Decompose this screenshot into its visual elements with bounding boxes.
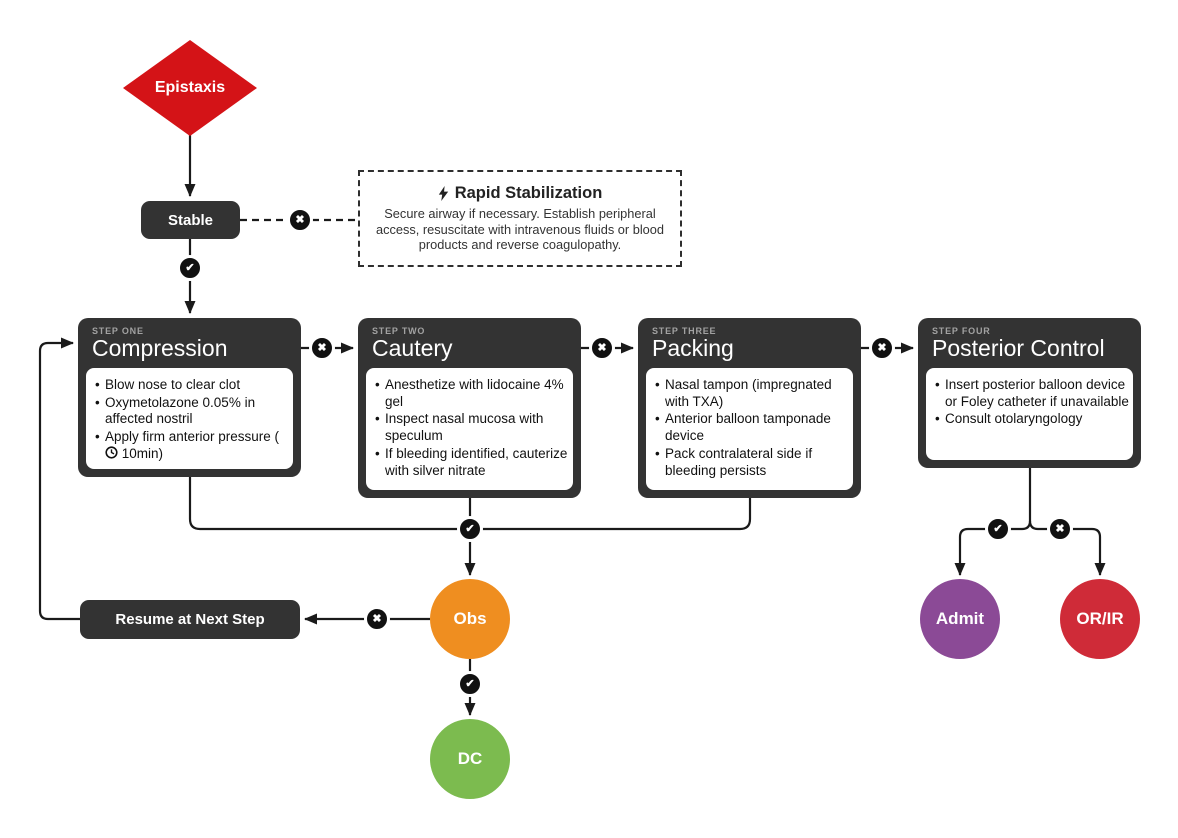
no-cross-icon: ✖ bbox=[309, 335, 335, 361]
step-card-compression: STEP ONE Compression Blow nose to clear … bbox=[78, 318, 301, 477]
step-two-bullet: Inspect nasal mucosa with speculum bbox=[374, 411, 569, 444]
rapid-stabilization-callout: Rapid Stabilization Secure airway if nec… bbox=[358, 170, 682, 267]
outcome-or-ir-label: OR/IR bbox=[1076, 609, 1124, 628]
step-card-posterior-control: STEP FOUR Posterior Control Insert poste… bbox=[918, 318, 1141, 468]
step-one-bullet-timed: Apply firm anterior pressure ( 10min) bbox=[94, 429, 289, 462]
check-glyph: ✔ bbox=[185, 261, 195, 274]
step-one-body: Blow nose to clear clot Oxymetolazone 0.… bbox=[86, 368, 293, 469]
step-card-cautery: STEP TWO Cautery Anesthetize with lidoca… bbox=[358, 318, 581, 498]
timed-bullet-before: Apply firm anterior pressure ( bbox=[105, 429, 280, 445]
no-cross-icon: ✖ bbox=[1047, 516, 1073, 542]
check-glyph: ✔ bbox=[465, 522, 475, 535]
resume-next-step-node: Resume at Next Step bbox=[80, 600, 300, 639]
yes-check-icon: ✔ bbox=[457, 671, 483, 697]
outcome-or-ir: OR/IR bbox=[1060, 579, 1140, 659]
outcome-observation: Obs bbox=[430, 579, 510, 659]
outcome-discharge: DC bbox=[430, 719, 510, 799]
step-three-bullet: Anterior balloon tamponade device bbox=[654, 411, 849, 444]
step-four-bullet: Insert posterior balloon device or Foley… bbox=[934, 377, 1129, 410]
no-cross-icon: ✖ bbox=[364, 606, 390, 632]
check-glyph: ✔ bbox=[465, 677, 475, 690]
step-two-bullet: If bleeding identified, cauterize with s… bbox=[374, 446, 569, 479]
step-four-bullet: Consult otolaryngology bbox=[934, 411, 1129, 428]
step-four-title: Posterior Control bbox=[932, 335, 1105, 361]
clock-icon bbox=[105, 446, 118, 459]
outcome-admit: Admit bbox=[920, 579, 1000, 659]
step-one-title: Compression bbox=[92, 335, 228, 361]
no-cross-icon: ✖ bbox=[287, 207, 313, 233]
stable-decision-node: Stable bbox=[141, 201, 240, 239]
cross-glyph: ✖ bbox=[1055, 522, 1065, 535]
start-node-label: Epistaxis bbox=[154, 79, 226, 96]
step-one-bullet: Oxymetolazone 0.05% in affected nostril bbox=[94, 395, 289, 428]
yes-check-icon: ✔ bbox=[177, 255, 203, 281]
step-two-bullet: Anesthetize with lidocaine 4% gel bbox=[374, 377, 569, 410]
step-three-bullet: Pack contralateral side if bleeding pers… bbox=[654, 446, 849, 479]
yes-check-icon: ✔ bbox=[457, 516, 483, 542]
step-two-body: Anesthetize with lidocaine 4% gel Inspec… bbox=[366, 368, 573, 490]
rapid-stabilization-body: Secure airway if necessary. Establish pe… bbox=[375, 205, 665, 253]
outcome-discharge-label: DC bbox=[457, 749, 483, 768]
step-four-eyebrow: STEP FOUR bbox=[932, 326, 991, 336]
timed-bullet-after: 10min) bbox=[118, 445, 164, 461]
step-three-bullet: Nasal tampon (impregnated with TXA) bbox=[654, 377, 849, 410]
step-one-eyebrow: STEP ONE bbox=[92, 326, 144, 336]
cross-glyph: ✖ bbox=[372, 612, 382, 625]
yes-check-icon: ✔ bbox=[985, 516, 1011, 542]
rapid-stabilization-title-text: Rapid Stabilization bbox=[454, 183, 603, 202]
check-glyph: ✔ bbox=[993, 522, 1003, 535]
step-card-packing: STEP THREE Packing Nasal tampon (impregn… bbox=[638, 318, 861, 498]
stable-label: Stable bbox=[167, 211, 213, 229]
cross-glyph: ✖ bbox=[597, 341, 607, 354]
rapid-stabilization-title: Rapid Stabilization bbox=[438, 183, 603, 203]
outcome-observation-label: Obs bbox=[453, 609, 487, 628]
step-two-title: Cautery bbox=[372, 335, 453, 361]
resume-label: Resume at Next Step bbox=[115, 611, 265, 628]
step-three-title: Packing bbox=[652, 335, 734, 361]
step-four-body: Insert posterior balloon device or Foley… bbox=[926, 368, 1133, 460]
step-three-eyebrow: STEP THREE bbox=[652, 326, 717, 336]
cross-glyph: ✖ bbox=[317, 341, 327, 354]
lightning-bolt-icon bbox=[438, 185, 448, 201]
outcome-admit-label: Admit bbox=[935, 609, 985, 628]
step-three-body: Nasal tampon (impregnated with TXA) Ante… bbox=[646, 368, 853, 490]
no-cross-icon: ✖ bbox=[869, 335, 895, 361]
cross-glyph: ✖ bbox=[877, 341, 887, 354]
step-two-eyebrow: STEP TWO bbox=[372, 326, 426, 336]
step-one-bullet: Blow nose to clear clot bbox=[94, 377, 289, 394]
cross-glyph: ✖ bbox=[295, 213, 305, 226]
no-cross-icon: ✖ bbox=[589, 335, 615, 361]
